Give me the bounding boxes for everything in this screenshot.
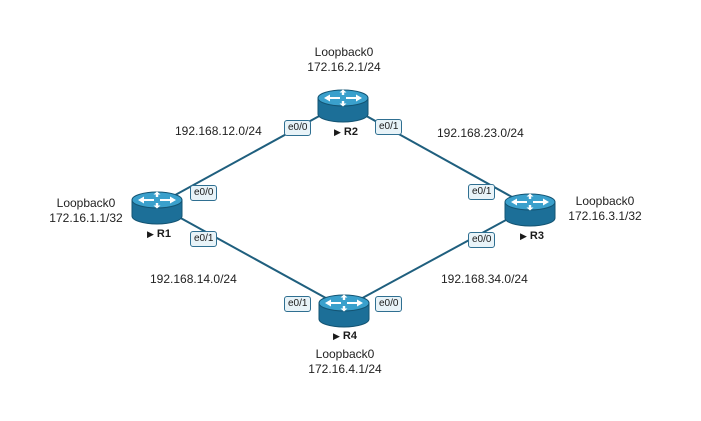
loopback-r2: Loopback0 172.16.2.1/24 [307,45,380,75]
loopback-ip: 172.16.1.1/32 [49,211,123,225]
play-triangle-icon: ▶ [520,231,527,241]
loopback-ip: 172.16.4.1/24 [308,362,382,376]
iface-r2-e0-0: e0/0 [284,120,312,136]
subnet-label-r1-r2: 192.168.12.0/24 [175,124,262,138]
subnet-label-r2-r3: 192.168.23.0/24 [437,126,524,140]
router-r2-icon[interactable] [317,89,369,123]
router-r3-icon[interactable] [504,193,556,227]
router-label-r4: ▶R4 [333,330,357,342]
loopback-r3: Loopback0 172.16.3.1/32 [568,194,641,224]
router-label-r1: ▶R1 [147,228,171,240]
play-triangle-icon: ▶ [147,229,154,239]
link-r1-r2 [156,102,344,206]
subnet-label-r4-r3: 192.168.34.0/24 [441,272,528,286]
link-r2-r3 [342,102,531,208]
play-triangle-icon: ▶ [334,127,341,137]
link-r1-r4 [156,204,345,309]
iface-r3-e0-1: e0/1 [468,184,496,200]
iface-r1-e0-1: e0/1 [190,231,218,247]
iface-r2-e0-1: e0/1 [375,119,403,135]
link-r4-r3 [343,206,531,309]
loopback-name: Loopback0 [315,347,375,361]
router-r1-icon[interactable] [131,191,183,225]
router-label-r2: ▶R2 [334,126,358,138]
iface-r4-e0-0: e0/0 [375,296,403,312]
loopback-ip: 172.16.3.1/32 [568,209,642,223]
loopback-ip: 172.16.2.1/24 [307,60,381,74]
loopback-name: Loopback0 [575,194,635,208]
loopback-r4: Loopback0 172.16.4.1/24 [308,347,381,377]
loopback-name: Loopback0 [314,45,374,59]
iface-r1-e0-0: e0/0 [190,185,218,201]
play-triangle-icon: ▶ [333,331,340,341]
subnet-label-r1-r4: 192.168.14.0/24 [150,272,237,286]
loopback-r1: Loopback0 172.16.1.1/32 [49,196,122,226]
router-r4-icon[interactable] [318,294,370,328]
iface-r3-e0-0: e0/0 [468,232,496,248]
iface-r4-e0-1: e0/1 [284,296,312,312]
loopback-name: Loopback0 [56,196,116,210]
router-label-r3: ▶R3 [520,230,544,242]
links [156,102,531,309]
